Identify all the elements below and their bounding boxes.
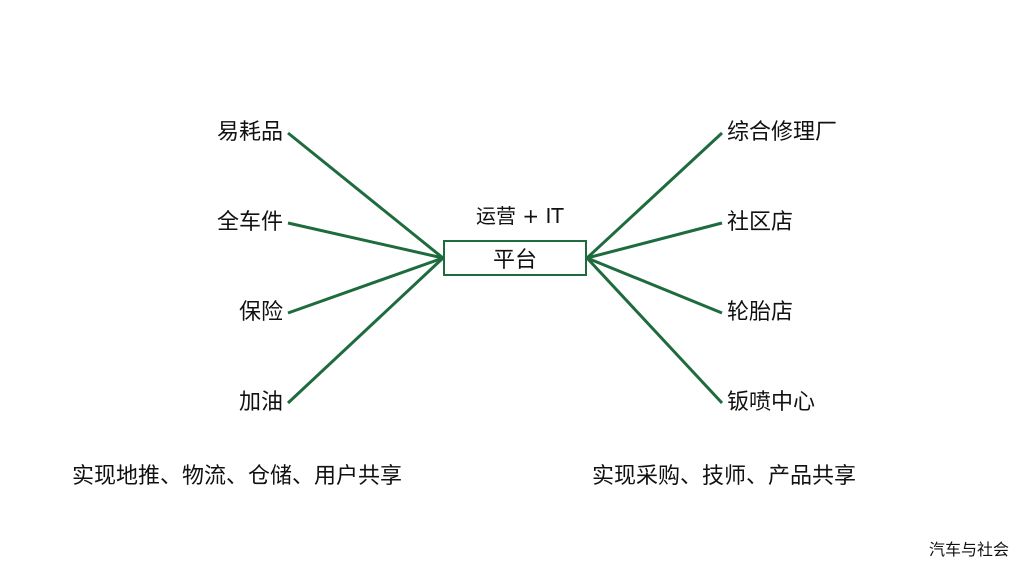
left-node-full-vehicle-parts: 全车件	[216, 210, 283, 235]
left-caption: 实现地推、物流、仓储、用户共享	[72, 464, 403, 489]
platform-label: 平台	[492, 248, 537, 273]
connector-right-3	[586, 256, 723, 315]
right-node-tire-store: 轮胎店	[727, 300, 794, 325]
right-node-body-paint-center: 钣喷中心	[727, 390, 816, 415]
platform-node: 平台	[443, 240, 587, 276]
right-node-community-store: 社区店	[727, 210, 794, 235]
connector-left-2	[287, 221, 444, 260]
connector-right-1	[585, 131, 724, 260]
left-node-refueling: 加油	[238, 390, 283, 415]
connector-right-2	[586, 221, 723, 260]
center-title: 运营 + IT	[476, 204, 564, 228]
connector-right-4	[585, 256, 724, 405]
connector-left-1	[287, 131, 444, 260]
left-node-insurance: 保险	[238, 300, 283, 325]
left-node-consumables: 易耗品	[216, 120, 283, 145]
right-caption: 实现采购、技师、产品共享	[592, 464, 857, 489]
connector-left-3	[287, 256, 444, 315]
source-watermark: 汽车与社会	[928, 540, 1009, 559]
connector-left-4	[286, 256, 445, 405]
right-node-repair-shop: 综合修理厂	[727, 120, 838, 145]
